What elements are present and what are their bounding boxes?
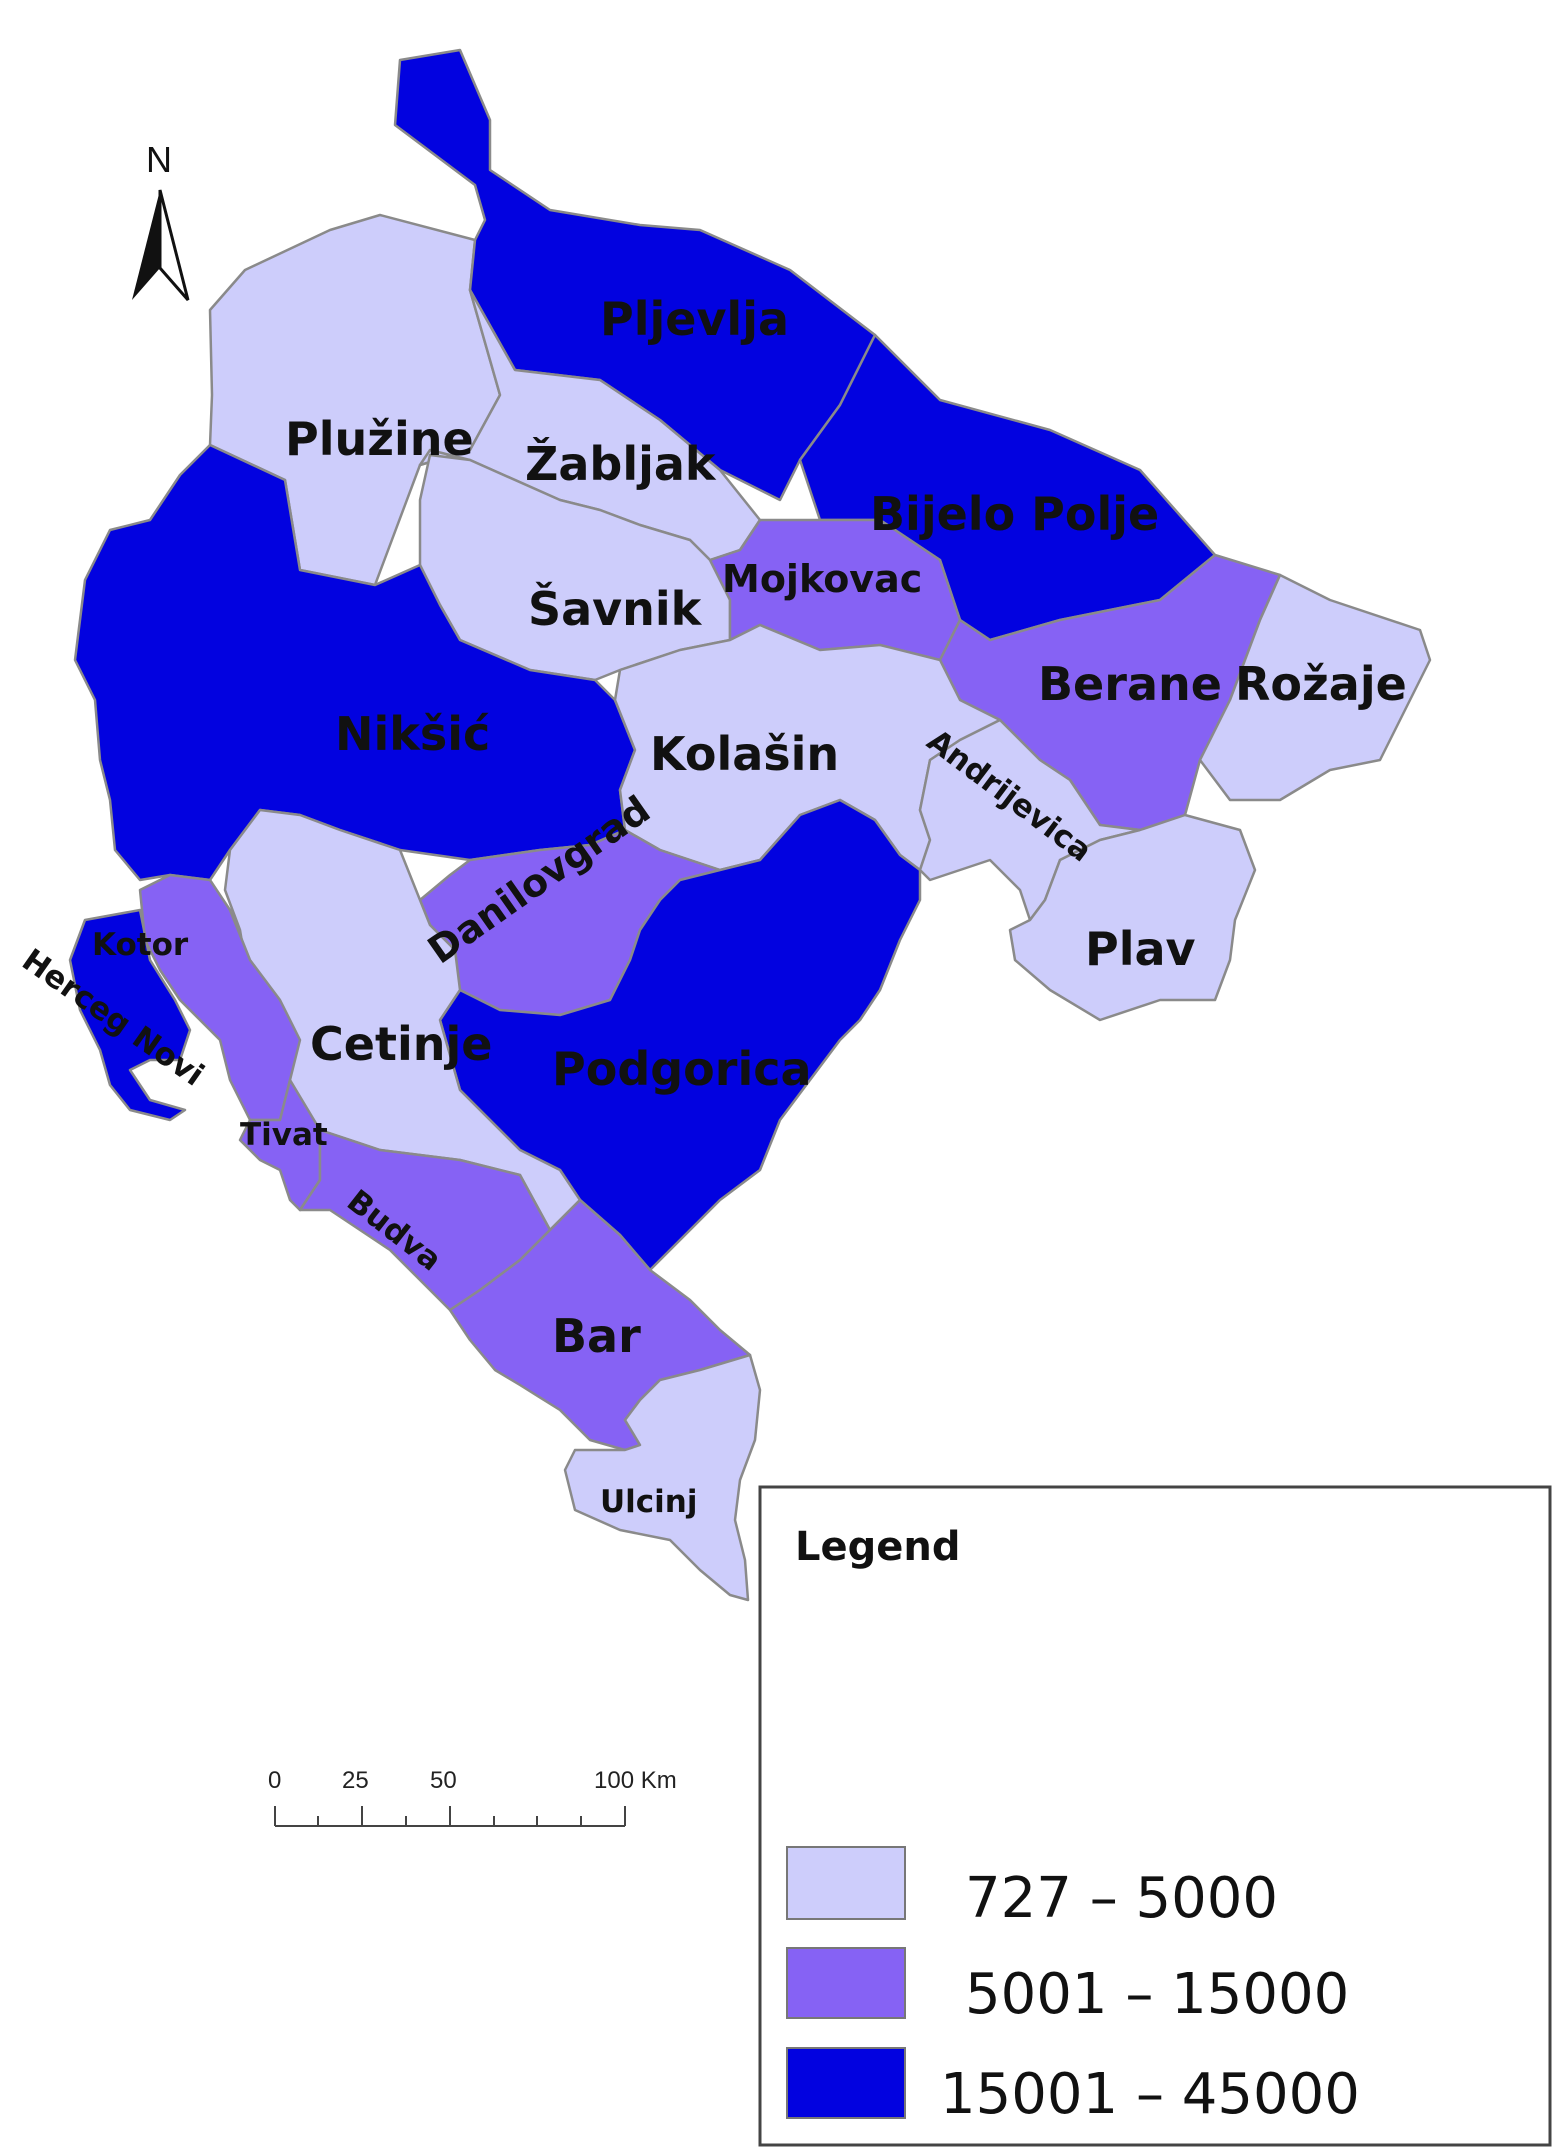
label-ulcinj: Ulcinj bbox=[600, 1484, 698, 1520]
north-label: N bbox=[146, 139, 172, 180]
map-regions bbox=[68, 48, 1432, 1602]
label-bijelo-polje: Bijelo Polje bbox=[870, 487, 1159, 541]
legend-item-2: 5001 – 15000 bbox=[965, 1962, 1349, 2027]
scale-tick-label-50: 50 bbox=[430, 1767, 457, 1794]
scale-bar: 0 25 50 100 Km bbox=[268, 1767, 677, 1827]
label-mojkovac: Mojkovac bbox=[722, 557, 922, 601]
region-plav[interactable] bbox=[1008, 813, 1257, 1022]
label-savnik: Šavnik bbox=[528, 582, 703, 636]
scale-tick-label-100: 100 Km bbox=[594, 1767, 677, 1794]
label-pluzine: Plužine bbox=[285, 412, 474, 466]
region-ulcinj[interactable] bbox=[563, 1353, 762, 1602]
label-rozaje: Rožaje bbox=[1235, 657, 1407, 711]
legend-item-1: 727 – 5000 bbox=[965, 1866, 1278, 1931]
label-plav: Plav bbox=[1085, 922, 1196, 976]
label-podgorica: Podgorica bbox=[552, 1042, 812, 1096]
region-herceg-novi[interactable] bbox=[68, 908, 192, 1122]
label-berane: Berane bbox=[1038, 657, 1222, 711]
label-tivat: Tivat bbox=[240, 1117, 328, 1153]
scale-tick-label-0: 0 bbox=[268, 1767, 281, 1794]
legend-swatch-dark bbox=[786, 2047, 906, 2119]
legend-item-3: 15001 – 45000 bbox=[940, 2062, 1360, 2127]
legend: Legend 727 – 5000 5001 – 15000 15001 – 4… bbox=[758, 1485, 1552, 2147]
label-niksic: Nikšić bbox=[335, 707, 490, 761]
scale-tick-label-25: 25 bbox=[342, 1767, 369, 1794]
north-arrow-icon: N bbox=[132, 139, 190, 301]
label-cetinje: Cetinje bbox=[310, 1017, 492, 1071]
label-kolasin: Kolašin bbox=[650, 727, 839, 781]
legend-box bbox=[758, 1485, 1552, 2147]
region-rozaje[interactable] bbox=[1198, 573, 1432, 802]
label-bar: Bar bbox=[552, 1309, 641, 1363]
region-podgorica[interactable] bbox=[438, 798, 922, 1272]
legend-title: Legend bbox=[795, 1524, 961, 1570]
label-pljevlja: Pljevlja bbox=[600, 292, 789, 346]
label-zabljak: Žabljak bbox=[525, 437, 717, 491]
legend-swatch-mid bbox=[786, 1947, 906, 2019]
label-kotor: Kotor bbox=[92, 927, 189, 963]
region-pljevlja[interactable] bbox=[393, 48, 877, 502]
legend-swatch-light bbox=[786, 1846, 906, 1920]
